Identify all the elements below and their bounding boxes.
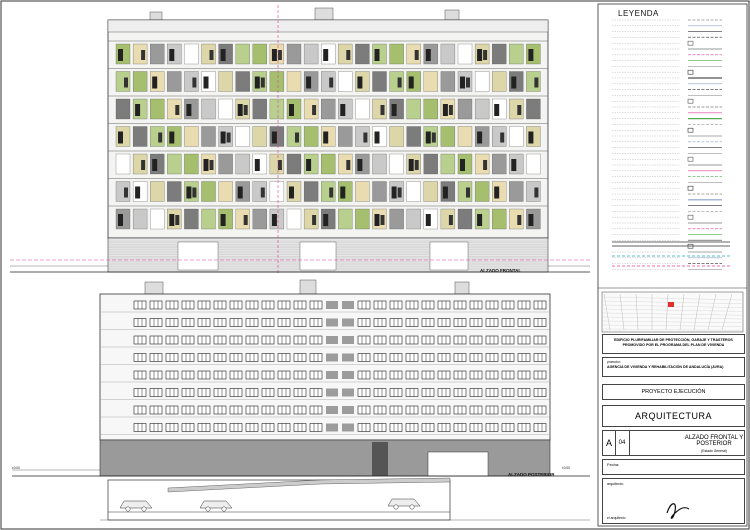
promoter-name: AGENCIA DE VIVIENDA Y REHABILITACIÓN DE … — [607, 365, 724, 369]
level-marker-right: ±0.00 — [562, 466, 570, 470]
sheet-letter: A — [603, 431, 616, 455]
rear-elevation-label: ALZADO POSTERIOR — [508, 472, 555, 477]
date-box: Fecha: — [602, 459, 745, 475]
map-marker-icon — [668, 302, 674, 307]
phase-box: PROYECTO EJECUCIÓN — [602, 384, 745, 400]
rear-window-rows — [100, 300, 550, 435]
sheet-id-box: A 04 ALZADO FRONTAL Y POSTERIOR (Estado … — [602, 430, 745, 456]
front-elevation — [10, 5, 590, 275]
legend-rows — [612, 19, 730, 270]
front-elevation-label: ALZADO FRONTAL — [480, 268, 522, 273]
project-phase: PROYECTO EJECUCIÓN — [641, 389, 706, 395]
legend-title: LEYENDA — [618, 9, 659, 18]
level-marker-left: ±0.00 — [12, 466, 20, 470]
architect-box: arquitecto: el arquitecto — [602, 478, 745, 524]
front-window-rows — [107, 19, 549, 230]
date-label: Fecha: — [607, 462, 620, 467]
signature-label: el arquitecto — [607, 516, 626, 520]
garage-cars — [119, 498, 421, 512]
project-title: EDIFICIO PLURIFAMILIAR DE PROTECCIÓN, GA… — [614, 338, 733, 347]
discipline: ARQUITECTURA — [634, 411, 712, 421]
sheet-number: 04 — [615, 431, 630, 455]
promoter-box: promotor: AGENCIA DE VIVIENDA Y REHABILI… — [602, 357, 745, 377]
promoter-label: promotor: — [607, 360, 621, 364]
sheet-subtitle: (Estado General) — [701, 449, 727, 453]
discipline-box: ARQUITECTURA — [602, 405, 745, 427]
architect-label: arquitecto: — [607, 482, 624, 486]
sheet-title: ALZADO FRONTAL Y POSTERIOR — [684, 435, 744, 448]
signature-icon — [666, 503, 690, 519]
rear-elevation — [12, 279, 590, 521]
project-title-box: EDIFICIO PLURIFAMILIAR DE PROTECCIÓN, GA… — [602, 334, 745, 354]
front-ground-floor — [108, 240, 548, 271]
